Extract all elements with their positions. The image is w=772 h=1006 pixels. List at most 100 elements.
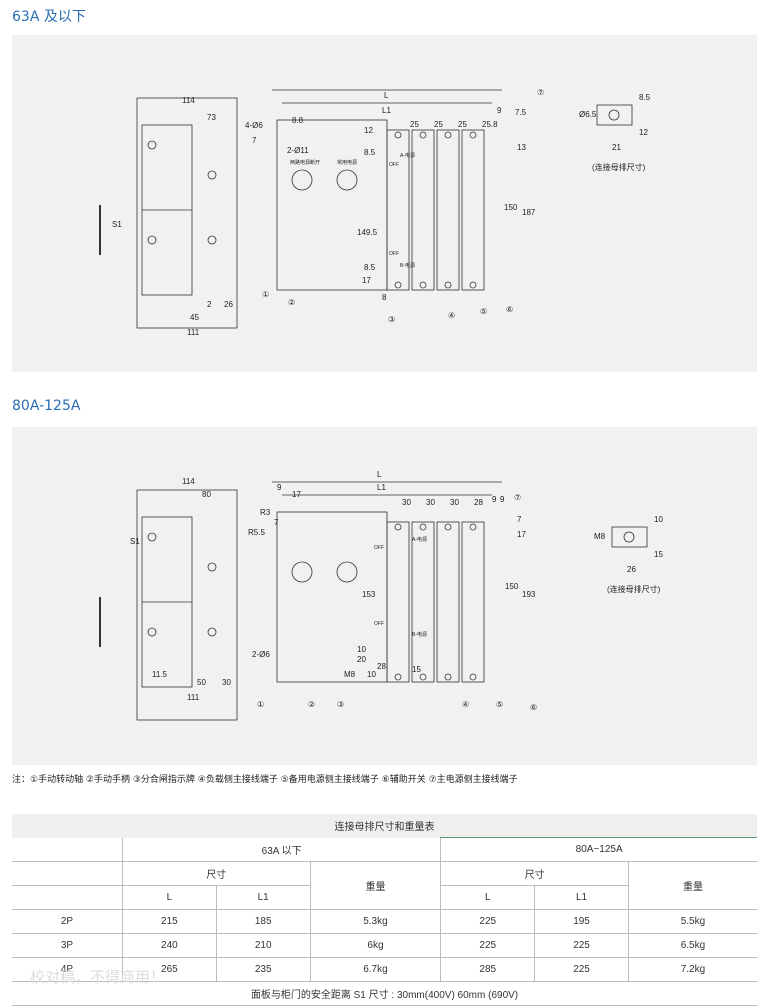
busbar-hole [623, 531, 635, 543]
dimension-label: 80 [202, 490, 211, 499]
dimension-label: 9 [277, 483, 282, 492]
table-cell: 210 [215, 933, 311, 958]
screw-icon [207, 170, 217, 180]
screw-icon [147, 140, 157, 150]
dimension-label: 2-Ø11 [287, 146, 309, 155]
dimension-label: 7 [252, 136, 257, 145]
dimension-label: 2 [207, 300, 212, 309]
table-cell: 225 [534, 933, 629, 958]
dimension-label: 193 [522, 590, 536, 599]
terminal-icon [394, 523, 402, 531]
dimension-label: 8 [382, 293, 387, 302]
callout-marker: ② [308, 700, 315, 709]
handle-hole [291, 169, 313, 191]
dimension-label: 114 [182, 477, 195, 486]
table-cell: 5.5kg [627, 909, 757, 934]
dimension-label: 25.8 [482, 120, 498, 129]
table-cell: 235 [215, 957, 311, 982]
pole-module [386, 129, 410, 291]
dimension-label: 9 [497, 106, 502, 115]
pole-module [461, 129, 485, 291]
dimension-label: 149.5 [357, 228, 378, 237]
table-cell: 215 [122, 909, 217, 934]
col-header: 重量 [309, 861, 441, 910]
dimension-label: R3 [260, 508, 271, 517]
handle-hole [291, 561, 313, 583]
dimension-label: R5.5 [248, 528, 265, 537]
dimension-label: 30 [450, 498, 459, 507]
dimension-label: 50 [197, 678, 206, 687]
callout-marker: ① [262, 290, 269, 299]
dimension-label: 28 [377, 662, 386, 671]
col-header: 尺寸 [440, 861, 629, 886]
screw-icon [147, 532, 157, 542]
section-title-63a: 63A 及以下 [12, 9, 86, 25]
busbar-dimension: 8.5 [639, 93, 651, 102]
legend-note: 注：①手动转动轴 ②手动手柄 ③分合闸指示牌 ④负载侧主接线端子 ⑤备用电源侧主… [12, 775, 518, 785]
table-cell: 3P [12, 933, 123, 958]
dimension-label: 114 [182, 96, 195, 105]
pole-module [386, 521, 410, 683]
dimension-label: 30 [402, 498, 411, 507]
dimension-label: 8.5 [364, 148, 376, 157]
dimension-label: L1 [377, 483, 386, 492]
dimension-label: 7 [274, 518, 279, 527]
screw-icon [147, 235, 157, 245]
dimension-label: 28 [474, 498, 483, 507]
table-cell: 185 [215, 909, 311, 934]
table-cell: 6kg [309, 933, 441, 958]
dimension-label: 2-Ø6 [252, 650, 270, 659]
col-header: 尺寸 [122, 861, 311, 886]
dimension-label: 10 [357, 645, 366, 654]
dimension-label: 30 [426, 498, 435, 507]
table-cell: 285 [440, 957, 535, 982]
screw-icon [207, 627, 217, 637]
busbar-dimension: 10 [654, 515, 663, 524]
pole-module [436, 521, 460, 683]
dimension-label: 10 [367, 670, 376, 679]
busbar-dimension: 15 [654, 550, 663, 559]
dimension-label: 153 [362, 590, 376, 599]
dimension-label: L [384, 91, 389, 100]
table-cell: 4P [12, 957, 123, 982]
busbar-detail [596, 104, 633, 126]
dimension-label: 150 [504, 203, 518, 212]
screw-icon [207, 562, 217, 572]
dimension-label: 12 [364, 126, 373, 135]
pole-module [436, 129, 460, 291]
dimension-label: 111 [187, 693, 200, 702]
busbar-caption: (连接母排尺寸) [607, 584, 661, 594]
section-title-80a-125a: 80A-125A [12, 398, 81, 414]
side-view [136, 489, 238, 721]
dimension-label: 45 [190, 313, 199, 322]
busbar-hole [608, 109, 620, 121]
screw-icon [207, 235, 217, 245]
callout-marker: ② [288, 298, 295, 307]
panel-label: B-电源 [400, 262, 415, 269]
callout-marker: ⑥ [506, 305, 513, 314]
dimension-label: 30 [222, 678, 231, 687]
callout-marker: ⑤ [480, 307, 487, 316]
dimension-label: 25 [458, 120, 467, 129]
dimension-label: S1 [112, 220, 122, 229]
callout-marker: ③ [388, 315, 395, 324]
panel-label: A-电源 [400, 152, 415, 159]
panel-label: 常用电源 [337, 159, 357, 166]
panel-label: OFF [389, 162, 399, 168]
dimension-label: 150 [505, 582, 519, 591]
busbar-caption: (连接母排尺寸) [592, 162, 646, 172]
callout-marker: ⑦ [537, 88, 544, 97]
handle-hole [336, 169, 358, 191]
table-caption: 连接母排尺寸和重量表 [12, 814, 757, 838]
panel-label: OFF [374, 545, 384, 551]
dimension-label: M8 [344, 670, 356, 679]
col-header: 重量 [627, 861, 757, 910]
col-header: L1 [534, 885, 629, 910]
terminal-icon [419, 523, 427, 531]
terminal-icon [469, 131, 477, 139]
col-header: L [440, 885, 535, 910]
